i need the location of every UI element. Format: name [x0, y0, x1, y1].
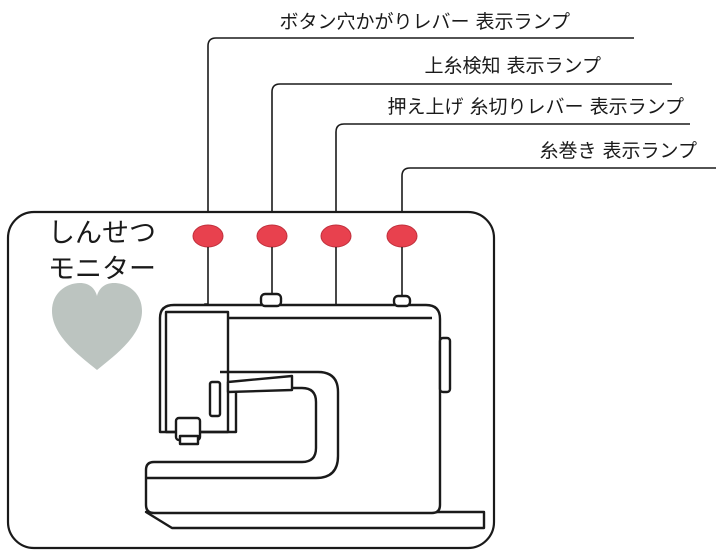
handwheel: [438, 336, 452, 394]
leader-line-presser-foot: [335, 123, 690, 227]
bobbin-spool-pin: [392, 294, 412, 308]
heart-icon: [52, 283, 142, 370]
leader-line-upper-thread: [271, 83, 672, 227]
callout-label-presser-foot: 押え上げ 糸切りレバー 表示ランプ: [387, 96, 684, 118]
indicator-lamps: [192, 224, 418, 248]
lamp-presser-foot: [320, 224, 352, 248]
lamp-bobbin-winding: [386, 224, 418, 248]
leader-line-buttonhole: [207, 37, 634, 227]
leader-line-bobbin-winding: [401, 167, 716, 227]
machine-body: [144, 303, 442, 515]
upper-spool-pin: [259, 292, 283, 308]
monitor-title-line1: しんせつ: [48, 218, 156, 249]
machine-head: [164, 310, 230, 434]
callout-leader-lines: [207, 37, 716, 227]
callout-label-buttonhole: ボタン穴かがりレバー 表示ランプ: [280, 11, 570, 33]
monitor-title-line2: モニター: [48, 254, 156, 285]
machine-arm-inner: [146, 370, 340, 480]
callout-label-bobbin-winding: 糸巻き 表示ランプ: [540, 140, 697, 162]
machine-base-slab: [144, 510, 486, 530]
presser-foot: [178, 434, 200, 446]
lamp-buttonhole: [192, 224, 224, 248]
sewing-machine-illustration: [144, 292, 486, 530]
callout-label-upper-thread: 上糸検知 表示ランプ: [425, 55, 601, 77]
presser-foot-lever: [226, 374, 294, 394]
lamp-upper-thread: [256, 224, 288, 248]
buttonhole-lever: [208, 380, 222, 418]
